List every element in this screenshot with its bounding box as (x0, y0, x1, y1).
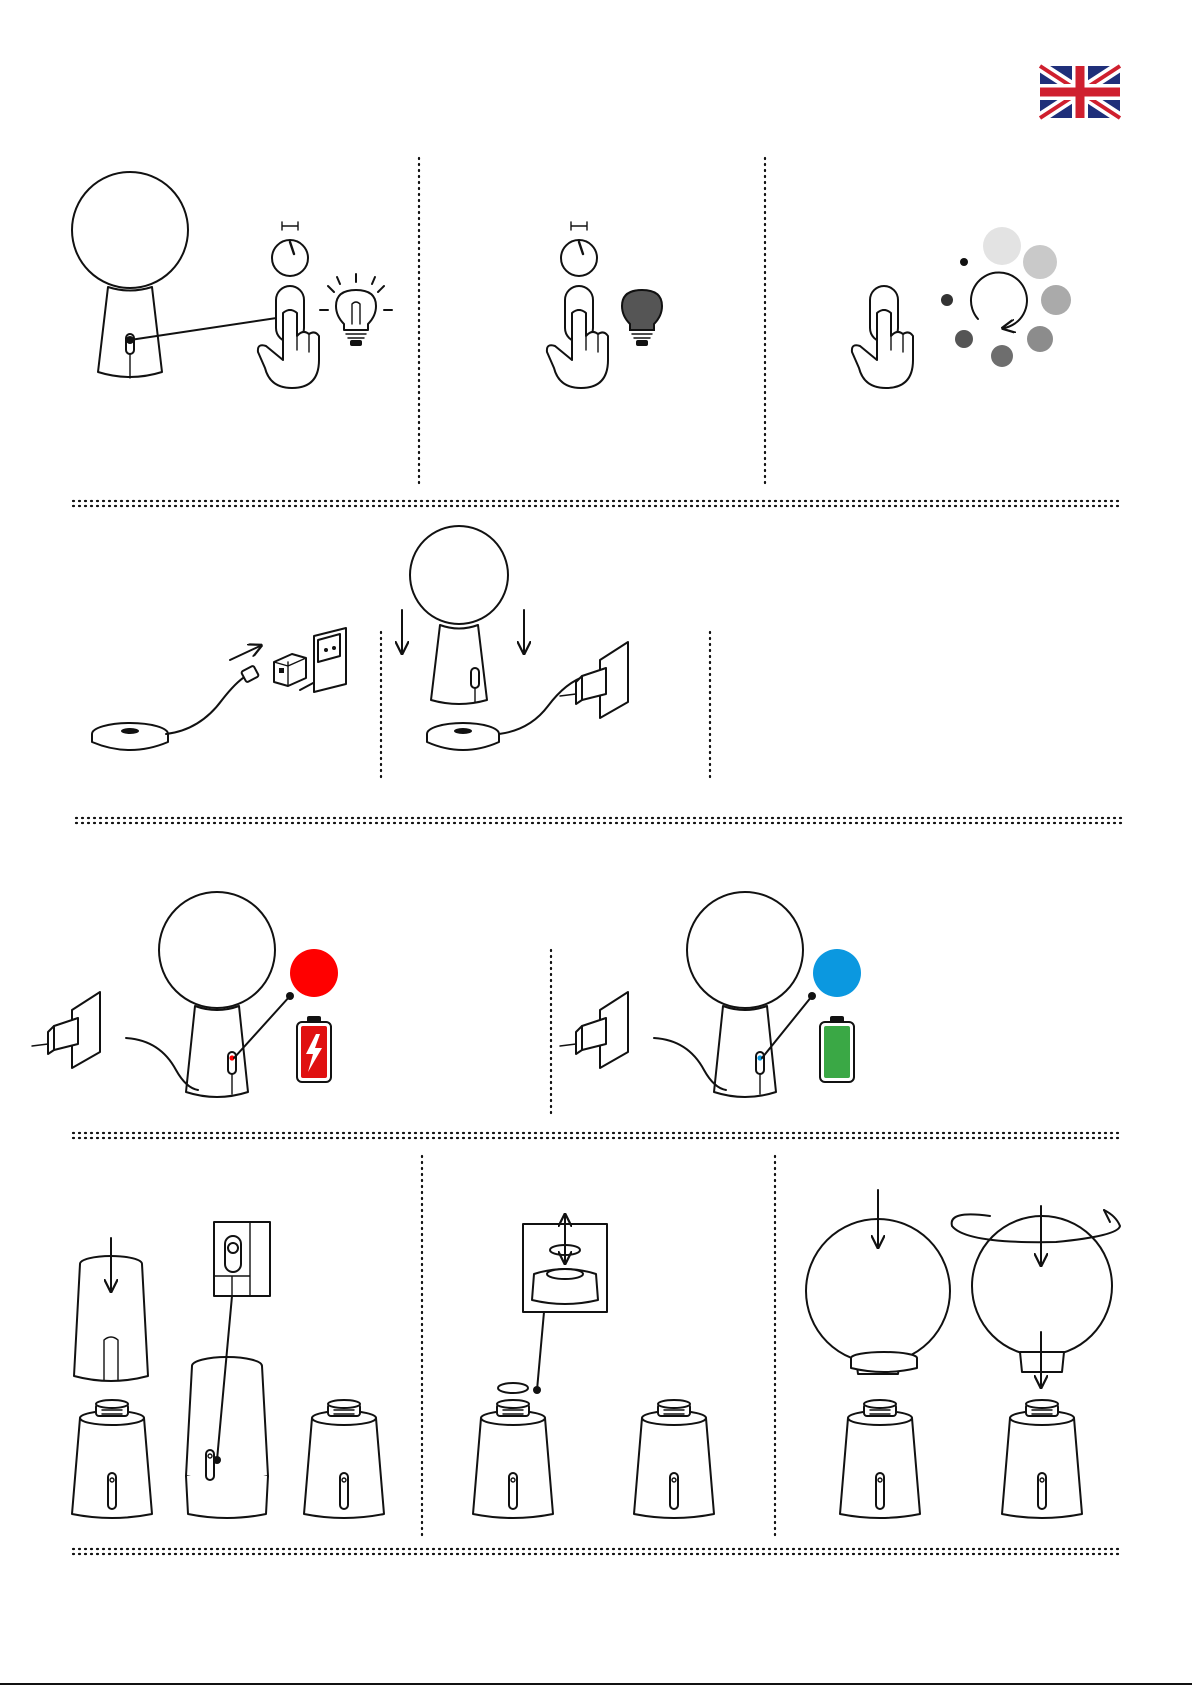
step-tap-cycle-brightness (852, 227, 1071, 388)
lightbulb-on-icon (320, 274, 392, 346)
finished-base-unit (1002, 1400, 1082, 1518)
button-detail-closeup (214, 1222, 270, 1296)
press-button-hand-icon (258, 286, 319, 388)
usb-power-adapter-icon (274, 654, 306, 686)
lightbulb-off-icon (622, 290, 662, 346)
socket-with-plug-icon (32, 992, 100, 1068)
step-screw-on-globe (806, 1190, 1120, 1518)
finished-base-unit (304, 1400, 384, 1518)
battery-charging-icon (297, 1016, 331, 1082)
step-press-hold-off (547, 222, 662, 388)
wall-socket-icon (314, 628, 346, 692)
red-led-indicator-icon (290, 949, 338, 997)
ring-component (851, 1352, 917, 1372)
charging-base-illustration (92, 723, 168, 750)
press-button-hand-icon (547, 286, 608, 388)
base-unit (72, 1400, 152, 1518)
finished-base-unit (634, 1400, 714, 1518)
socket-with-plug-icon (560, 992, 628, 1068)
step-fit-disc (473, 1216, 714, 1518)
tap-button-hand-icon (852, 286, 913, 388)
assembled-shell-on-base (186, 1357, 268, 1518)
battery-full-icon (820, 1016, 854, 1082)
socket-with-plug-icon (560, 642, 628, 718)
step-charging (32, 892, 338, 1097)
hold-timer-icon (272, 222, 308, 276)
step-fully-charged (560, 892, 861, 1097)
step-press-hold-on (72, 172, 392, 388)
uk-flag-icon (1040, 66, 1120, 118)
disc-detail-closeup (523, 1216, 607, 1312)
blue-led-indicator-icon (813, 949, 861, 997)
step-connect-charger (92, 628, 346, 750)
hold-timer-icon (561, 222, 597, 276)
base-unit (840, 1400, 920, 1518)
base-unit (473, 1400, 553, 1518)
lamp-illustration (72, 172, 188, 378)
step-place-on-base (402, 526, 628, 750)
brightness-cycle-icon (941, 227, 1071, 367)
step-attach-shell (72, 1222, 384, 1518)
